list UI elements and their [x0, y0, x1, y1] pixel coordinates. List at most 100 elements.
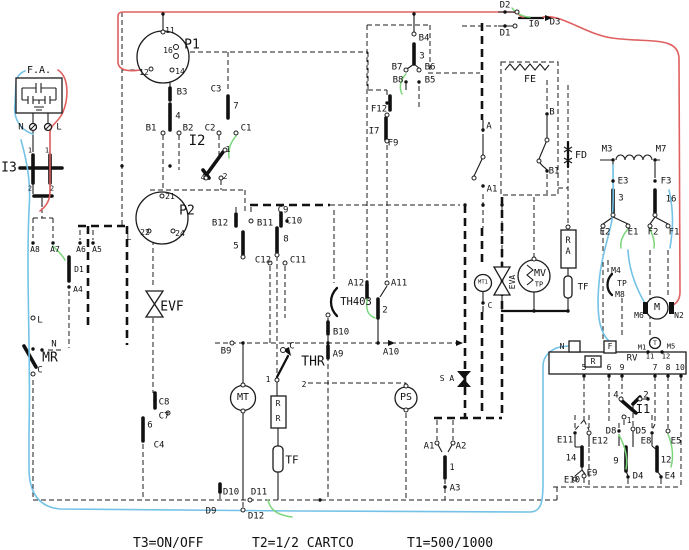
label-d12: D12 [247, 511, 265, 522]
label-e3: E3 [617, 176, 629, 187]
label-i3-2b: 2 [49, 184, 55, 193]
label-d10: D10 [222, 487, 240, 498]
label-m6: M6 [634, 311, 644, 320]
label-l-small: L [126, 233, 132, 242]
label-e9: E9 [586, 468, 598, 479]
label-p2-22: 22 [140, 228, 150, 237]
label-mt1: MT1 [478, 279, 488, 286]
label-c1: C1 [240, 123, 252, 134]
label-thr-2: 2 [301, 380, 307, 389]
label-i1: I1 [635, 402, 651, 416]
label-mt: MT [236, 392, 250, 403]
label-fa: F.A. [26, 65, 52, 76]
label-rv: RV [626, 353, 638, 364]
label-eva: EVA [508, 274, 517, 290]
label-b7: B7 [391, 62, 403, 73]
label-f12: F12 [370, 104, 388, 115]
label-f2: F2 [647, 227, 659, 238]
label-e10: E10 [563, 475, 581, 486]
label-i2-2: 2 [222, 172, 228, 181]
label-c11: C11 [289, 255, 307, 266]
label-mr: MR [42, 350, 58, 366]
label-n-mid: N [51, 339, 57, 350]
label-a1-bottom: A1 [423, 441, 435, 452]
label-c3: C3 [210, 84, 222, 95]
label-d1-top: D1 [499, 28, 511, 39]
label-i3-2a: 2 [27, 184, 33, 193]
rv-f-terminal [603, 340, 617, 354]
label-i1-2: 2 [643, 390, 649, 401]
sa-safety-valve [457, 371, 471, 379]
label-rv-8: 8 [665, 363, 671, 372]
label-b5: B5 [424, 75, 436, 86]
label-b1-right: B1 [548, 166, 560, 177]
label-e1: E1 [627, 227, 639, 238]
label-n9-b: 9 [613, 456, 619, 467]
label-n8: 8 [283, 234, 289, 245]
label-b2: B2 [182, 123, 194, 134]
tf-fuse-right [563, 275, 573, 299]
label-p1-14: 14 [175, 67, 185, 76]
label-c8: C8 [158, 397, 170, 408]
d3-arrow [545, 15, 552, 21]
label-rv-11: 11 [645, 352, 655, 361]
label-th403: TH403 [340, 295, 372, 308]
label-rr-1: R [275, 399, 281, 408]
tf-fuse-bottom [272, 445, 284, 473]
label-d9: D9 [205, 506, 217, 517]
m3-m7-field-coil [615, 154, 653, 161]
i2-switch[interactable] [201, 150, 225, 180]
fa-capacitors [21, 83, 57, 114]
label-d2: D2 [499, 0, 511, 11]
label-evf: EVF [160, 299, 184, 315]
label-p2-24: 24 [175, 229, 185, 238]
label-rv-6: 6 [606, 363, 612, 372]
label-rv-10: 10 [675, 363, 685, 372]
label-n1-b: 1 [449, 462, 455, 473]
thr-pivot [280, 347, 286, 353]
label-rv-12: 12 [661, 352, 671, 361]
label-rv-n: N [559, 342, 565, 351]
label-m3: M3 [601, 144, 613, 155]
label-a9: A9 [332, 349, 344, 360]
label-l-left: L [56, 122, 62, 133]
label-thr: THR [301, 354, 325, 370]
label-rv-f: F [607, 342, 613, 351]
label-m7: M7 [655, 144, 667, 155]
th403-thermostat-symbol [329, 286, 339, 318]
fe-heater-element [504, 63, 550, 71]
label-c10: C10 [285, 216, 303, 227]
label-c12: C12 [254, 255, 272, 266]
label-d3: D3 [549, 17, 561, 28]
evf-valve [144, 290, 165, 306]
label-rv-r: R [590, 357, 596, 366]
label-m8: M8 [615, 290, 625, 299]
label-a-top: A [486, 121, 492, 132]
label-d5: D5 [635, 426, 647, 437]
label-a11: A11 [390, 278, 408, 289]
label-m5: M5 [666, 342, 676, 351]
label-p1: P1 [184, 37, 200, 53]
label-ra-r: R [565, 235, 571, 246]
caption-t3: T3=ON/OFF [133, 536, 204, 550]
label-a10: A10 [382, 347, 400, 358]
a10-arrow [388, 340, 395, 346]
label-th-2: 2 [382, 305, 388, 316]
label-b12: B12 [211, 218, 229, 229]
label-b11: B11 [256, 218, 274, 229]
label-i2-4: 4 [200, 173, 206, 182]
label-f1: F1 [668, 227, 680, 238]
label-n5: 5 [233, 241, 239, 252]
ra-resistor [560, 229, 577, 269]
mr-switch [22, 344, 38, 369]
label-e5: E5 [670, 436, 682, 447]
label-e12: E12 [591, 436, 609, 447]
label-n14: 14 [565, 453, 577, 464]
label-e3-n: 3 [618, 193, 624, 204]
label-d1-left: D1 [74, 265, 84, 274]
terminal-dots [30, 9, 683, 513]
label-i3-1b: 1 [44, 146, 50, 155]
rr-resistor [270, 395, 287, 429]
dashed-wiring [32, 11, 682, 508]
